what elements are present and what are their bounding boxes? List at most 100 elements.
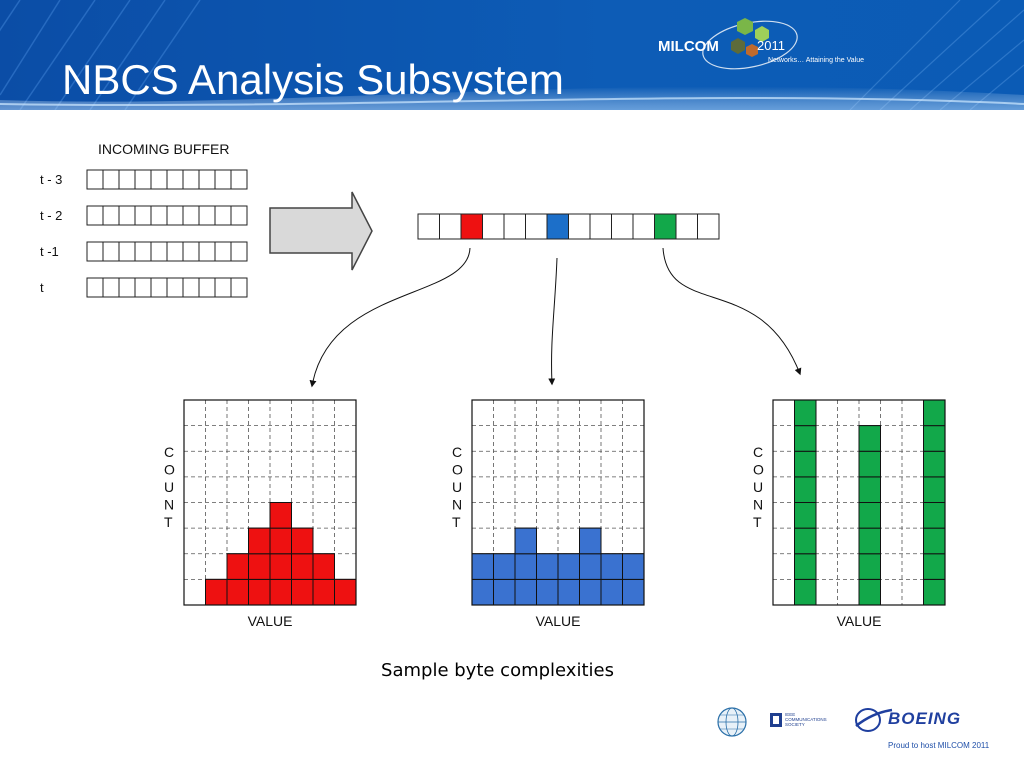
byte-stream bbox=[417, 213, 720, 240]
histogram-bar-cell bbox=[493, 578, 516, 606]
buffer-cell bbox=[150, 205, 168, 226]
histogram-bar-cell bbox=[269, 578, 292, 606]
histogram-bar-cell bbox=[858, 425, 881, 452]
stream-cell bbox=[632, 213, 655, 240]
afcea-logo bbox=[717, 707, 747, 737]
buffer-cell bbox=[134, 277, 152, 298]
buffer-cell bbox=[150, 277, 168, 298]
buffer-cell bbox=[102, 169, 120, 190]
buffer-cell bbox=[230, 205, 248, 226]
stream-cell bbox=[525, 213, 548, 240]
milcom-tagline: Networks… Attaining the Value bbox=[768, 57, 864, 64]
stream-cell-highlighted bbox=[546, 213, 569, 240]
buffer-row-label: t - 2 bbox=[40, 208, 62, 223]
buffer-cell bbox=[214, 169, 232, 190]
buffer-cell bbox=[134, 205, 152, 226]
histogram-bar-cell bbox=[794, 450, 817, 478]
histogram-bar-cell bbox=[923, 450, 946, 478]
connector-green bbox=[662, 247, 802, 376]
stream-cell bbox=[503, 213, 526, 240]
buffer-cell bbox=[118, 169, 136, 190]
y-axis-letter: U bbox=[753, 479, 763, 495]
histogram-bar-cell bbox=[622, 578, 645, 606]
histogram-bar-cell bbox=[312, 553, 335, 580]
histogram-bar-cell bbox=[794, 399, 817, 427]
histogram-bar-cell bbox=[536, 553, 559, 580]
buffer-cell bbox=[102, 277, 120, 298]
histogram-bar-cell bbox=[923, 476, 946, 503]
stream-cell bbox=[482, 213, 505, 240]
stream-cell bbox=[611, 213, 634, 240]
buffer-cell bbox=[182, 169, 200, 190]
buffer-cell bbox=[214, 277, 232, 298]
histogram-bar-cell bbox=[334, 578, 357, 606]
buffer-cell bbox=[214, 205, 232, 226]
buffer-row-label: t bbox=[40, 280, 44, 295]
y-axis-letter: C bbox=[753, 444, 763, 460]
histogram-bar-cell bbox=[557, 553, 580, 580]
buffer-cell bbox=[230, 169, 248, 190]
histogram-bar-cell bbox=[248, 527, 271, 555]
footer-proud-text: Proud to host MILCOM 2011 bbox=[888, 741, 990, 750]
y-axis-letter: O bbox=[753, 462, 764, 478]
boeing-logo-text: BOEING bbox=[888, 709, 962, 728]
buffer-cell bbox=[166, 277, 184, 298]
y-axis-letter: C bbox=[164, 444, 174, 460]
histogram-bar-cell bbox=[858, 502, 881, 529]
histogram-bar-cell bbox=[471, 553, 494, 580]
stream-cell bbox=[675, 213, 698, 240]
buffer-cell bbox=[198, 169, 216, 190]
histogram-bar-cell bbox=[794, 527, 817, 555]
histogram-bar-cell bbox=[312, 578, 335, 606]
stream-cell bbox=[589, 213, 612, 240]
ieee-logo-text: IEEE COMMUNICATIONS SOCIETY bbox=[785, 712, 827, 727]
buffer-row-label: t -1 bbox=[40, 244, 59, 259]
histogram-bar-cell bbox=[493, 553, 516, 580]
histogram-bar-cell bbox=[923, 399, 946, 427]
buffer-heading: INCOMING BUFFER bbox=[98, 141, 229, 157]
y-axis-letter: C bbox=[452, 444, 462, 460]
figure-caption: Sample byte complexities bbox=[381, 660, 614, 681]
connector-blue bbox=[548, 257, 558, 386]
histogram-bar-cell bbox=[471, 578, 494, 606]
buffer-cell bbox=[86, 277, 104, 298]
stream-cell bbox=[439, 213, 462, 240]
y-axis-letter: T bbox=[164, 514, 173, 530]
x-axis-label: VALUE bbox=[536, 613, 581, 629]
stream-cell bbox=[568, 213, 591, 240]
buffer-cell bbox=[198, 205, 216, 226]
histogram-bar-cell bbox=[291, 578, 314, 606]
histogram-bar-cell bbox=[291, 527, 314, 555]
histogram-bar-cell bbox=[269, 553, 292, 580]
histogram-bar-cell bbox=[226, 553, 249, 580]
histogram-bar-cell bbox=[269, 502, 292, 529]
buffer-cell bbox=[230, 241, 248, 262]
histogram-bar-cell bbox=[536, 578, 559, 606]
histogram-bar-cell bbox=[794, 578, 817, 606]
y-axis-letter: N bbox=[753, 497, 763, 513]
histogram-bar-cell bbox=[579, 553, 602, 580]
buffer-row-label: t - 3 bbox=[40, 172, 62, 187]
x-axis-label: VALUE bbox=[248, 613, 293, 629]
stream-cell bbox=[697, 213, 720, 240]
histogram-bar-cell bbox=[269, 527, 292, 555]
buffer-cell bbox=[86, 205, 104, 226]
histogram-frame bbox=[772, 399, 946, 606]
histogram-bar-cell bbox=[514, 527, 537, 555]
connector-red bbox=[309, 247, 471, 388]
histogram-bar-cell bbox=[794, 425, 817, 452]
y-axis-letter: T bbox=[753, 514, 762, 530]
buffer-cell bbox=[118, 241, 136, 262]
transform-arrow bbox=[269, 191, 373, 271]
y-axis-letter: T bbox=[452, 514, 461, 530]
histogram-bar-cell bbox=[923, 578, 946, 606]
histogram-bar-cell bbox=[923, 527, 946, 555]
y-axis-letter: O bbox=[452, 462, 463, 478]
y-axis-letter: U bbox=[452, 479, 462, 495]
histogram-bar-cell bbox=[858, 527, 881, 555]
buffer-cell bbox=[102, 241, 120, 262]
